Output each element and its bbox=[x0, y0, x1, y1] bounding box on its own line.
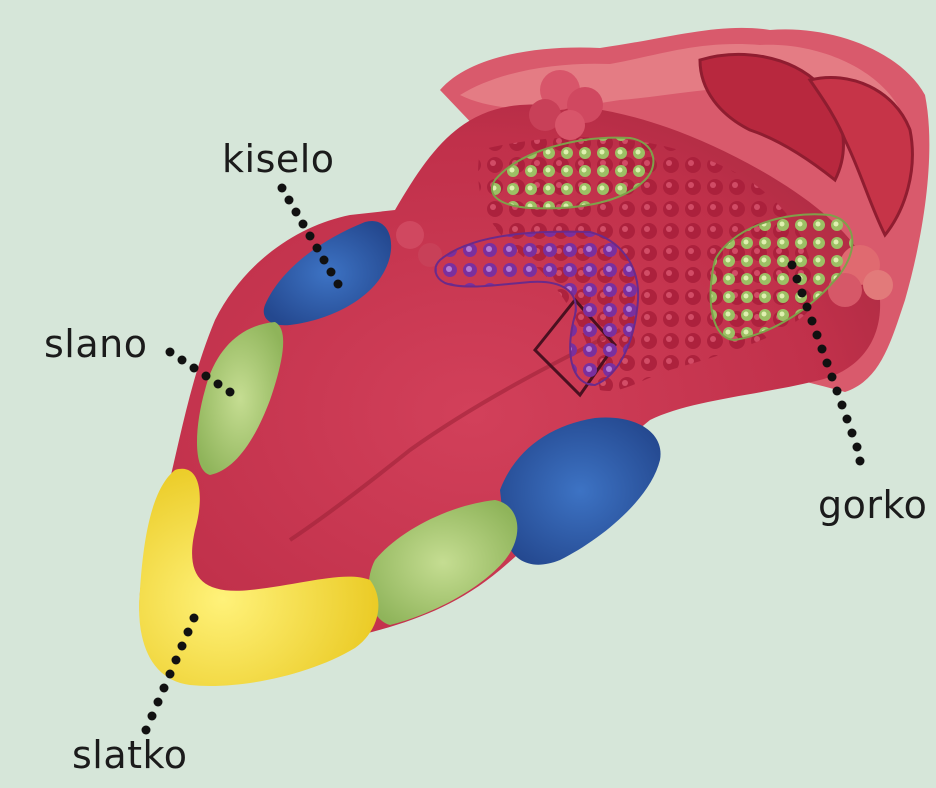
label-gorko: gorko bbox=[818, 486, 927, 524]
label-kiselo: kiselo bbox=[222, 140, 335, 178]
label-slatko: slatko bbox=[72, 736, 187, 774]
label-slano: slano bbox=[44, 325, 147, 363]
